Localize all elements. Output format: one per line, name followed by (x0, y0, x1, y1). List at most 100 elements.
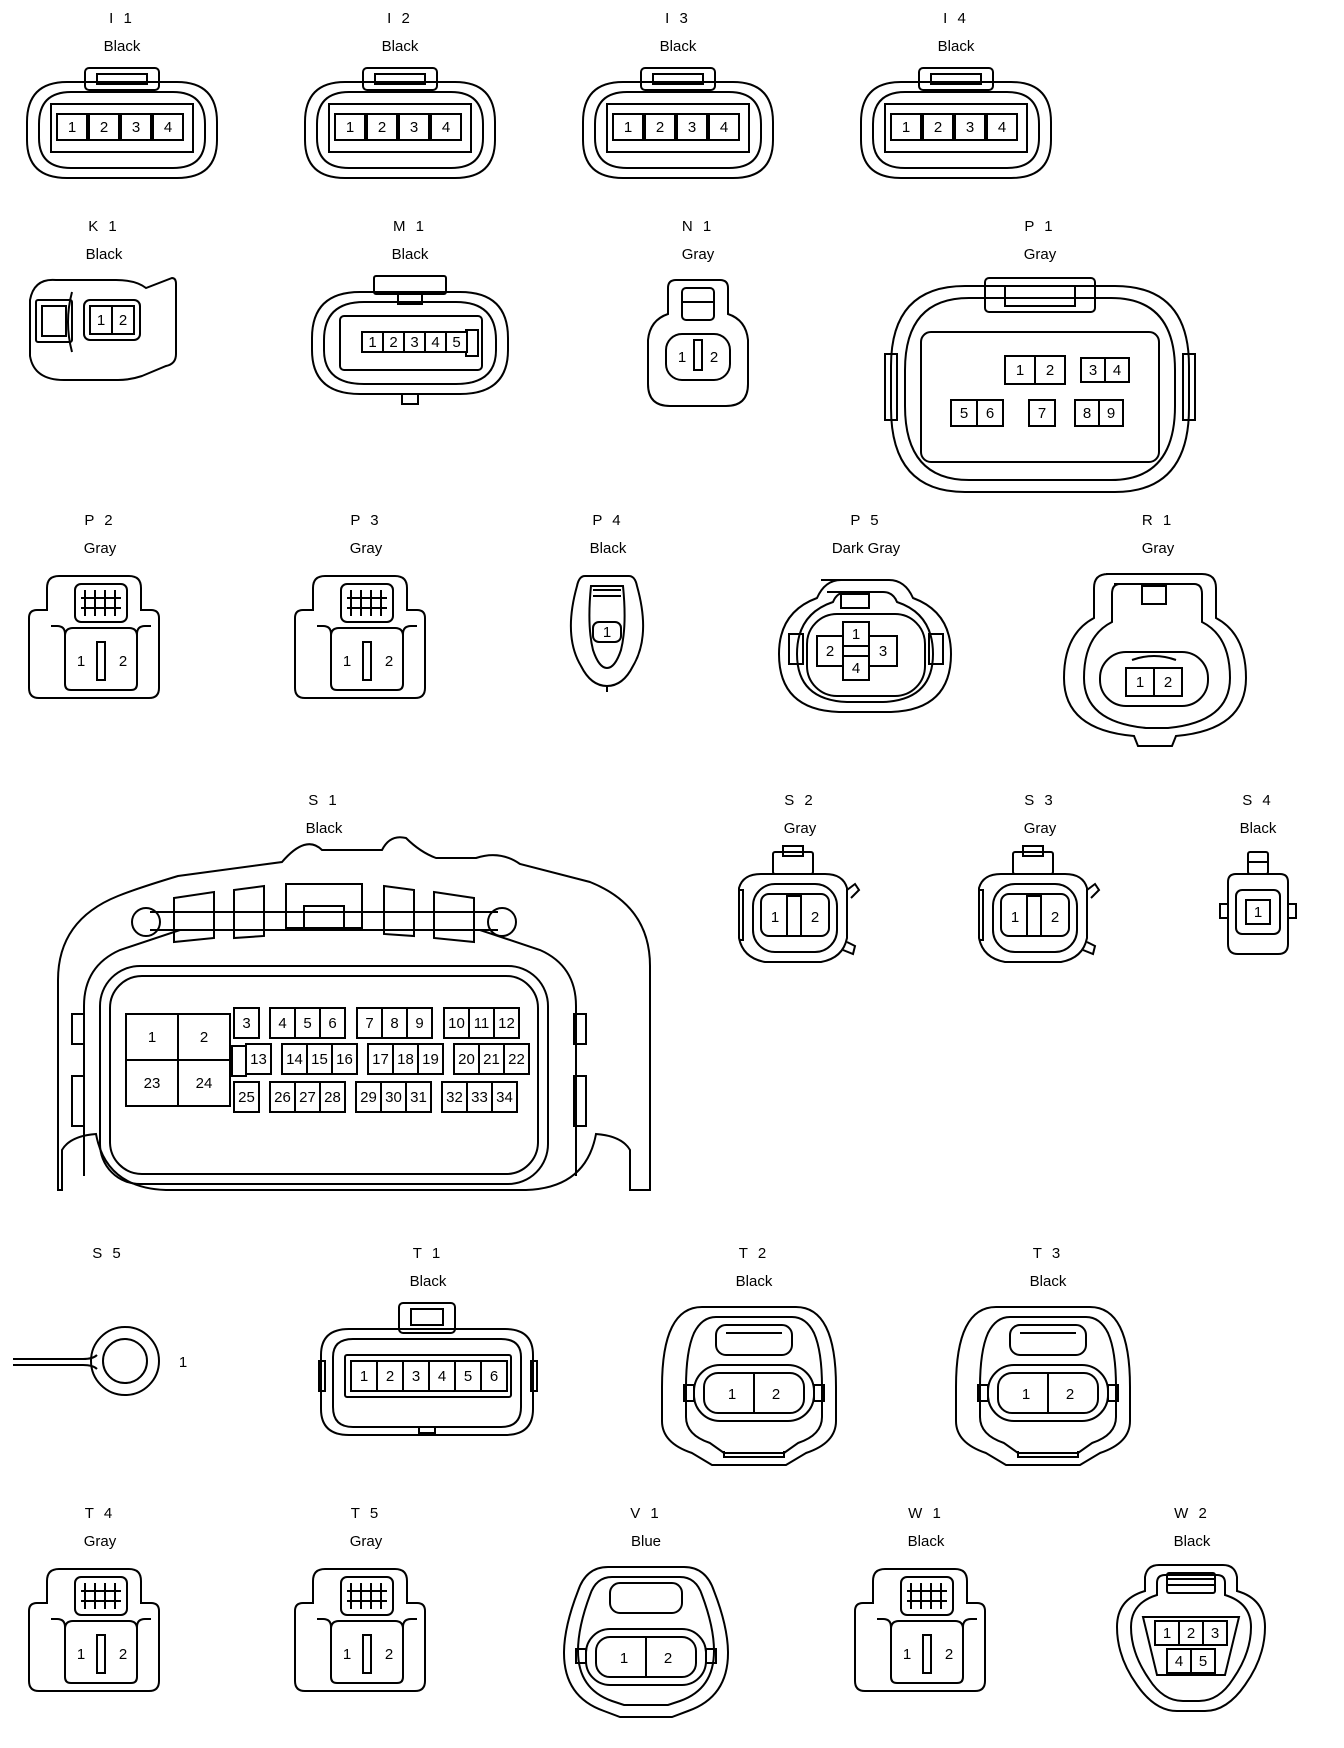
pin-2: 2 (119, 653, 127, 670)
latch-tab (1004, 285, 1076, 307)
pin-label: 4 (1175, 1653, 1183, 1670)
pin-label: 3 (412, 1368, 420, 1385)
housing-inner (330, 627, 404, 637)
pin-34: 34 (491, 1081, 518, 1113)
connector-id: S 3 (1024, 792, 1056, 809)
connector-id: W 1 (908, 1505, 944, 1522)
housing-outline (294, 1568, 426, 1692)
connector-color: Black (305, 820, 343, 837)
pin-16: 16 (331, 1043, 358, 1075)
cavity-frame (806, 613, 926, 697)
pin-11: 11 (468, 1007, 495, 1039)
housing-outline (562, 1566, 730, 1718)
pin-label: 6 (986, 405, 994, 422)
pin-label: 24 (196, 1075, 213, 1092)
pin-23: 23 (125, 1059, 179, 1107)
connector-id: T 3 (1032, 1245, 1064, 1262)
housing-inner (64, 1620, 138, 1630)
side-rib (71, 1075, 85, 1127)
connector-id: K 1 (88, 218, 120, 235)
housing-outline (978, 873, 1088, 963)
pin-18: 18 (392, 1043, 419, 1075)
side-rib (1107, 1384, 1119, 1402)
pin-7: 7 (1028, 399, 1056, 427)
pin-label: 2 (656, 119, 664, 136)
latch (840, 593, 870, 609)
pin-label: 23 (144, 1075, 161, 1092)
connector-id: S 4 (1242, 792, 1274, 809)
pin-label: 2 (378, 119, 386, 136)
housing-outline (28, 1568, 160, 1692)
cavity-frame (1141, 1616, 1241, 1676)
pin-1: 1 (334, 113, 366, 141)
connector-id: P 2 (84, 512, 116, 529)
pin-2: 2 (1034, 355, 1066, 385)
connector-id: T 1 (412, 1245, 444, 1262)
housing-outline (316, 91, 484, 169)
pin-label: 1 (852, 626, 860, 643)
pin-label: 4 (998, 119, 1006, 136)
connector-id: W 2 (1174, 1505, 1210, 1522)
housing-outline (1115, 1564, 1267, 1712)
connector-id: R 1 (1141, 512, 1175, 529)
housing-outline (860, 81, 1052, 179)
pin-label: 30 (385, 1089, 402, 1106)
pin-2: 2 (177, 1013, 231, 1061)
pin-9: 9 (1098, 399, 1124, 427)
pin-label: 5 (303, 1015, 311, 1032)
pin-label: 12 (498, 1015, 515, 1032)
latch-rib (433, 890, 475, 944)
pin-4: 4 (708, 113, 740, 141)
side-rib (705, 1648, 717, 1664)
latch-rib (1131, 655, 1177, 661)
housing-outline (323, 301, 497, 385)
pin-3: 3 (120, 113, 152, 141)
pin-label: 1 (97, 312, 105, 329)
pin-14: 14 (281, 1043, 308, 1075)
cavity-frame (665, 333, 731, 381)
side-rib (683, 1384, 695, 1402)
pin-label: 3 (410, 119, 418, 136)
connector-color: Black (735, 1273, 773, 1290)
side-rib (318, 1360, 326, 1392)
pin-5: 5 (294, 1007, 321, 1039)
rail (150, 911, 498, 931)
latch-tab (1022, 845, 1044, 857)
side-rib (573, 1013, 587, 1045)
latch (74, 1576, 128, 1616)
housing-outline (51, 1618, 151, 1684)
connector-face: 1 (1219, 851, 1297, 955)
housing-outline (317, 625, 417, 691)
key-slot (96, 641, 106, 681)
cavity-frame (99, 965, 549, 1185)
latch-rib (1167, 1578, 1215, 1586)
pin-4: 4 (1104, 357, 1130, 383)
latch-rib (593, 589, 621, 597)
connector-id: T 5 (350, 1505, 382, 1522)
pin-label: 32 (446, 1089, 463, 1106)
pin-label: 2 (1164, 674, 1172, 691)
side-rib (1287, 903, 1297, 919)
pin-6: 6 (319, 1007, 346, 1039)
pin-2: 2 (111, 305, 135, 335)
ring-hole (102, 1338, 148, 1384)
latch-tab (652, 73, 704, 85)
pin-2: 2 (816, 635, 844, 667)
pin-label: 27 (299, 1089, 316, 1106)
pin-32: 32 (441, 1081, 468, 1113)
pin-1: 1 (842, 621, 870, 647)
cavity-frame (339, 315, 483, 371)
connector-color: Black (85, 246, 123, 263)
